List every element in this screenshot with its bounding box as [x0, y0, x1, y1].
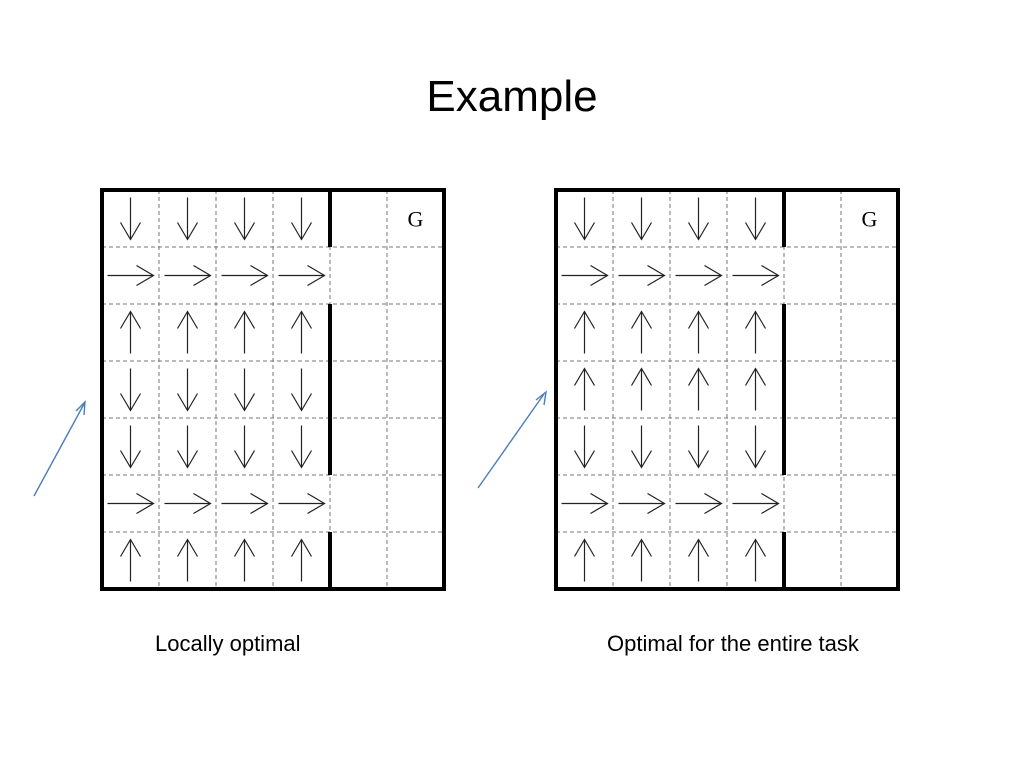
policy-arrow-down-icon: [119, 368, 142, 412]
policy-arrow-right-icon: [221, 264, 269, 287]
policy-arrow-down-icon: [630, 197, 653, 241]
policy-arrow-right-icon: [618, 492, 666, 515]
policy-arrow-down-icon: [573, 425, 596, 469]
policy-arrow-down-icon: [119, 425, 142, 469]
policy-arrow-up-icon: [573, 367, 596, 411]
policy-arrow-up-icon: [176, 538, 199, 582]
policy-arrow-right-icon: [732, 492, 780, 515]
policy-arrow-up-icon: [630, 367, 653, 411]
policy-arrow-right-icon: [675, 264, 723, 287]
grid-border: [554, 188, 900, 591]
policy-arrow-down-icon: [290, 425, 313, 469]
policy-arrow-down-icon: [233, 197, 256, 241]
policy-arrow-up-icon: [233, 310, 256, 354]
policy-arrow-right-icon: [107, 264, 155, 287]
policy-arrow-up-icon: [233, 538, 256, 582]
policy-arrow-right-icon: [618, 264, 666, 287]
policy-arrow-down-icon: [290, 197, 313, 241]
policy-arrow-up-icon: [630, 310, 653, 354]
policy-arrow-up-icon: [119, 310, 142, 354]
gridworld-locally-optimal: G: [100, 188, 446, 591]
policy-arrow-down-icon: [744, 425, 767, 469]
policy-arrow-up-icon: [744, 310, 767, 354]
goal-label: G: [862, 207, 878, 232]
policy-arrow-right-icon: [675, 492, 723, 515]
pointer-arrow-left: [33, 400, 86, 497]
policy-arrow-down-icon: [176, 197, 199, 241]
policy-arrow-right-icon: [278, 264, 326, 287]
policy-arrow-up-icon: [573, 310, 596, 354]
grid-border: [100, 188, 446, 591]
policy-arrow-up-icon: [744, 367, 767, 411]
goal-label: G: [408, 207, 424, 232]
policy-arrow-up-icon: [119, 538, 142, 582]
policy-arrow-down-icon: [573, 197, 596, 241]
policy-arrow-up-icon: [176, 310, 199, 354]
policy-arrow-right-icon: [278, 492, 326, 515]
policy-arrow-right-icon: [164, 492, 212, 515]
pointer-arrow-right: [477, 390, 547, 489]
policy-arrow-right-icon: [561, 492, 609, 515]
policy-arrow-down-icon: [176, 368, 199, 412]
policy-arrow-down-icon: [630, 425, 653, 469]
policy-arrow-down-icon: [687, 197, 710, 241]
policy-arrow-right-icon: [164, 264, 212, 287]
caption-optimal-entire-task: Optimal for the entire task: [607, 631, 859, 656]
policy-arrow-up-icon: [290, 310, 313, 354]
policy-arrow-right-icon: [561, 264, 609, 287]
caption-locally-optimal: Locally optimal: [155, 631, 301, 656]
policy-arrow-up-icon: [290, 538, 313, 582]
policy-arrow-down-icon: [687, 425, 710, 469]
policy-arrow-right-icon: [107, 492, 155, 515]
slide-title: Example: [426, 72, 598, 121]
policy-arrow-down-icon: [744, 197, 767, 241]
policy-arrow-up-icon: [744, 538, 767, 582]
policy-arrow-up-icon: [687, 538, 710, 582]
policy-arrow-up-icon: [573, 538, 596, 582]
policy-arrow-up-icon: [687, 367, 710, 411]
policy-arrow-down-icon: [176, 425, 199, 469]
policy-arrow-down-icon: [233, 368, 256, 412]
policy-arrow-down-icon: [290, 368, 313, 412]
policy-arrow-down-icon: [233, 425, 256, 469]
gridworld-optimal-entire-task: G: [554, 188, 900, 591]
policy-arrow-right-icon: [221, 492, 269, 515]
policy-arrow-down-icon: [119, 197, 142, 241]
policy-arrow-up-icon: [630, 538, 653, 582]
policy-arrow-right-icon: [732, 264, 780, 287]
policy-arrow-up-icon: [687, 310, 710, 354]
